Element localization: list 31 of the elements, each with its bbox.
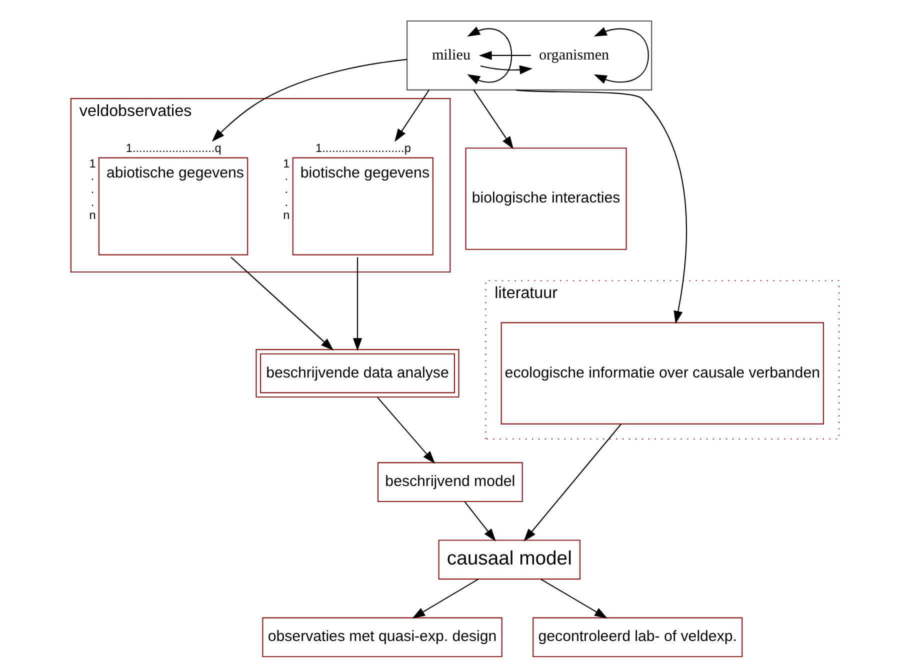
arrow <box>376 397 435 464</box>
cluster <box>406 20 652 90</box>
node-box: biologische interacties <box>464 148 626 250</box>
arrow <box>466 26 512 84</box>
arrow <box>480 65 532 74</box>
node-box: observaties met quasi-exp. design <box>262 617 502 658</box>
node-box: gecontroleerd lab- of veldexp. <box>532 617 742 658</box>
node-text: organismen <box>538 47 609 64</box>
node-box: causaal model <box>438 540 580 580</box>
arrow <box>211 58 407 142</box>
arrow <box>394 90 429 142</box>
node-box: abiotische gegevens <box>98 157 248 256</box>
arrow <box>230 256 334 351</box>
arrow <box>540 578 608 618</box>
node-box: ecologische informatie over causale verbanden <box>500 322 824 424</box>
node-box: biotische gegevens <box>292 157 433 256</box>
arrow <box>412 578 478 618</box>
arrow <box>478 50 530 60</box>
arrow <box>523 424 621 542</box>
arrow <box>515 89 686 324</box>
node-label: 1.........................q <box>125 141 221 156</box>
arrow <box>352 257 362 352</box>
node-box: beschrijvende data analyse <box>255 349 459 398</box>
node-label: 1.........................p <box>314 141 410 156</box>
arrow <box>593 27 648 84</box>
arrow <box>464 501 496 542</box>
node-label: 1 . . . n <box>282 156 290 222</box>
arrow <box>472 90 514 150</box>
node-text: milieu <box>431 47 470 64</box>
node-label: 1 . . . n <box>88 156 96 222</box>
node-box: beschrijvend model <box>376 462 522 502</box>
